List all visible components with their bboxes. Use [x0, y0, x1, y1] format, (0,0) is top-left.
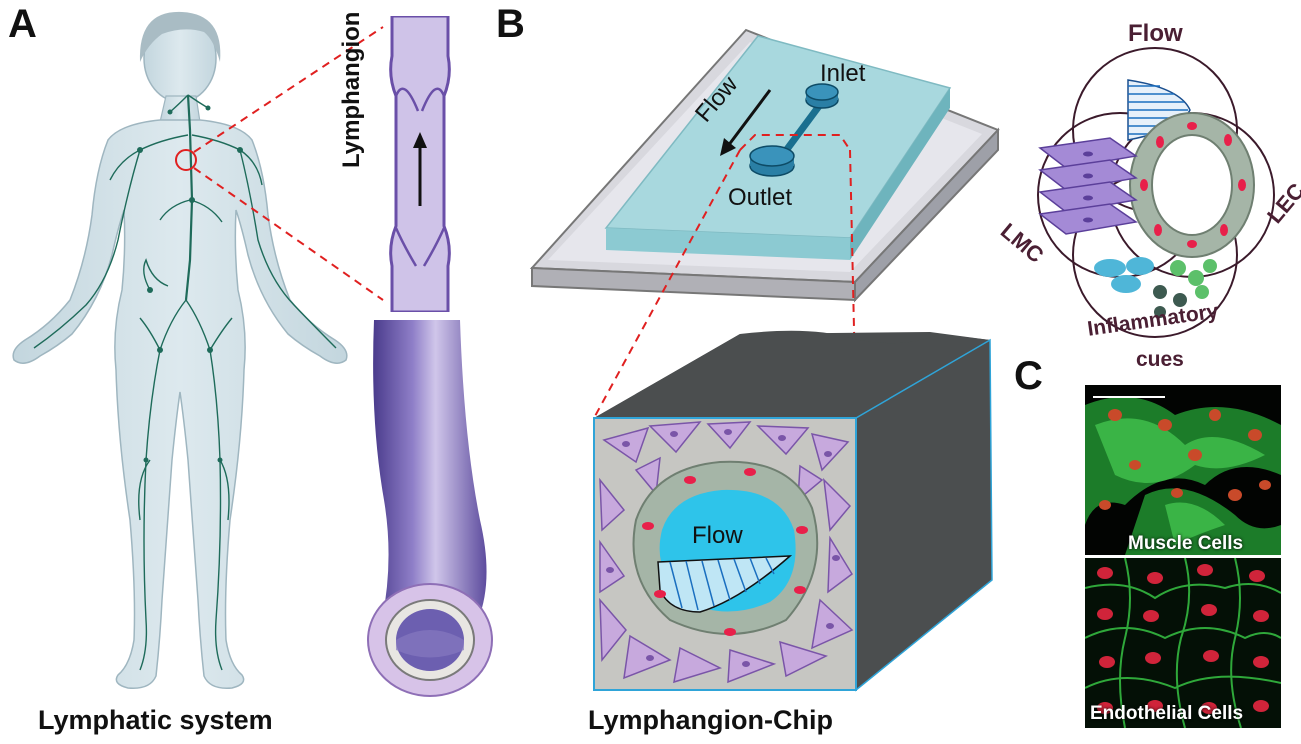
muscle-cells-micrograph — [1085, 385, 1281, 555]
highlight-circle — [175, 149, 197, 171]
venn-inflammatory-cues — [1094, 257, 1217, 318]
panel-letter-c: C — [1014, 354, 1043, 398]
chip-cross-section-cube — [593, 330, 993, 692]
muscle-cells-layer — [599, 421, 854, 684]
caption-a: Lymphatic system — [38, 705, 273, 735]
flow-profile-lines — [669, 557, 775, 611]
valve-top — [394, 87, 446, 112]
chip-flow-arrow — [720, 138, 736, 156]
muscle-cells-label: Muscle Cells — [1128, 533, 1244, 554]
flow-profile — [657, 555, 793, 613]
endothelial-cells-micrograph — [1085, 558, 1281, 728]
venn-diagram — [1037, 47, 1275, 338]
human-body-figure — [12, 11, 348, 689]
lymph-nodes — [137, 105, 243, 463]
venn-flow-label: Flow — [1128, 20, 1183, 47]
panel-letter-a: A — [8, 2, 37, 46]
chip-channel — [779, 99, 825, 159]
outlet-label: Outlet — [728, 184, 793, 211]
caption-b: Lymphangion-Chip — [588, 705, 833, 735]
hair — [139, 11, 221, 62]
cross-section-flow-label: Flow — [692, 522, 743, 549]
endothelial-cells-label: Endothelial Cells — [1090, 703, 1244, 724]
chip-device — [529, 28, 1000, 303]
valve-bottom — [394, 227, 446, 267]
nuclei — [642, 468, 808, 636]
body-silhouette — [12, 119, 348, 689]
muscle-nuclei — [606, 429, 840, 667]
panel-letter-b: B — [496, 2, 525, 46]
venn-lmc-nuclei — [1083, 151, 1093, 223]
lymph-vessel-tube — [367, 320, 493, 697]
venn-inflammatory-label-line2: cues — [1136, 348, 1184, 371]
inlet-label: Inlet — [820, 60, 866, 87]
lymphangion-vessel — [389, 16, 451, 312]
venn-lec-nuclei — [1140, 122, 1246, 248]
